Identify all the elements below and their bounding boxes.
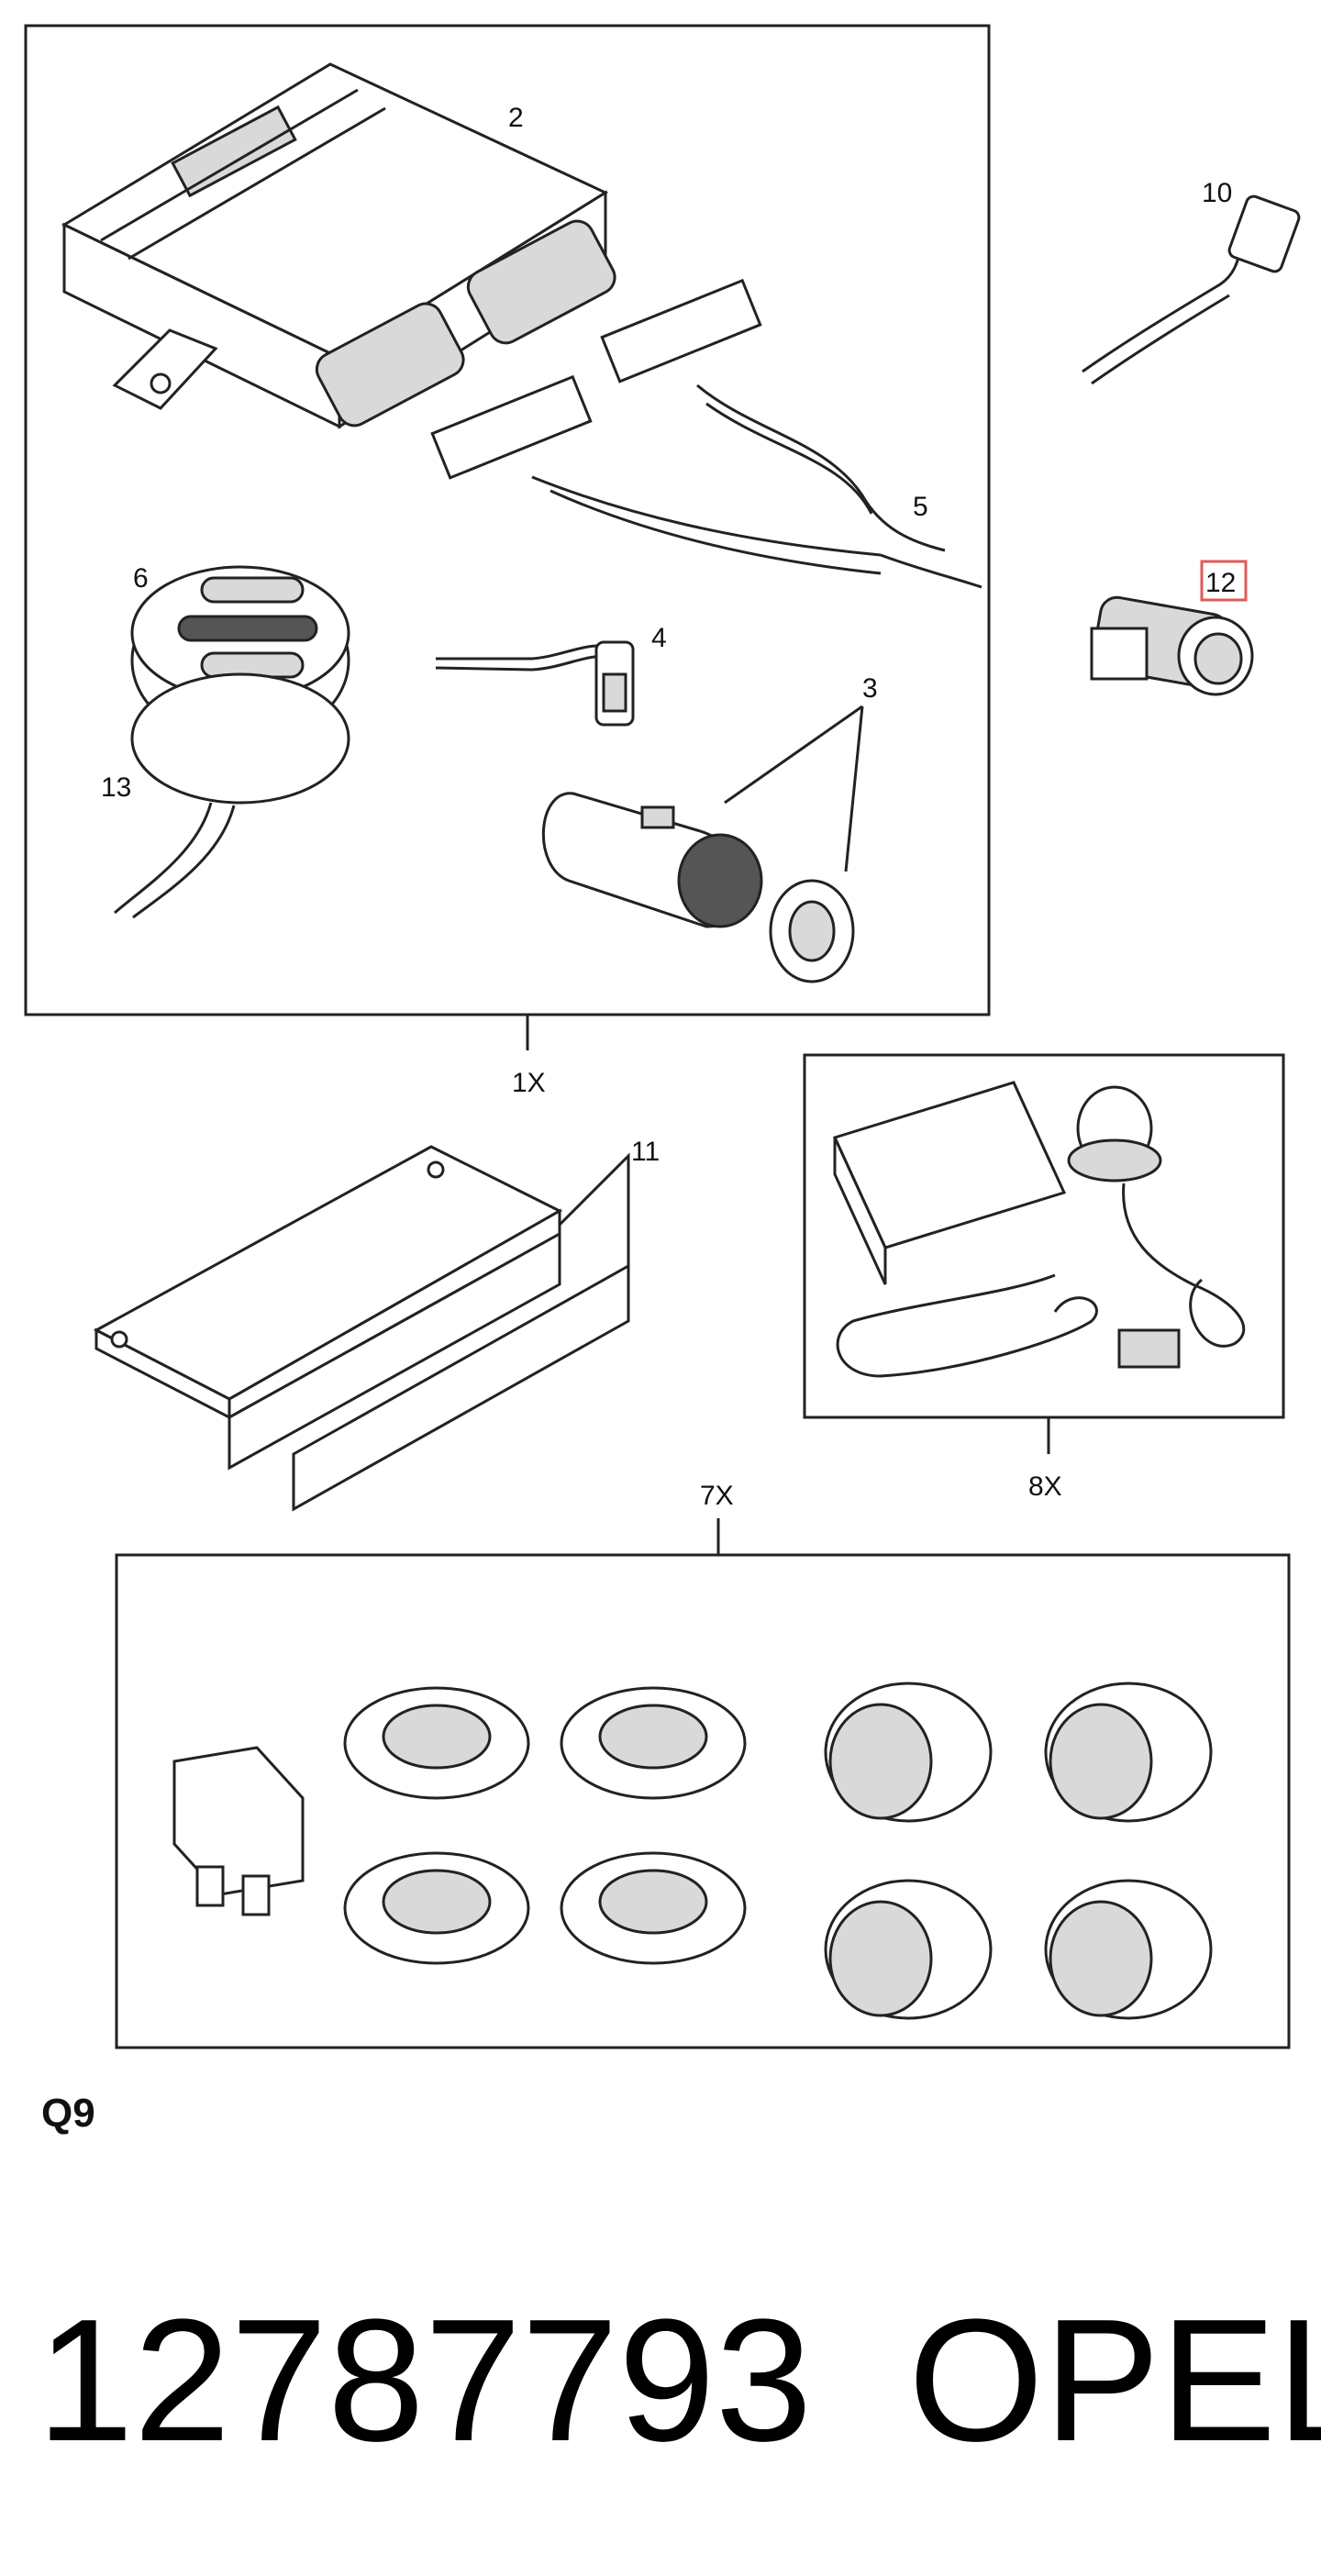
brand-name: OPEL: [908, 2283, 1321, 2478]
callout-13: 13: [101, 772, 131, 803]
connector-pigtail-part-4[interactable]: [435, 640, 635, 727]
highlight-box-12: [1200, 560, 1248, 602]
kit-1x-frame: [24, 24, 991, 1016]
sensor-part-12[interactable]: [1090, 594, 1254, 696]
callout-10: 10: [1202, 178, 1232, 208]
callout-4: 4: [651, 623, 667, 653]
cable-connector-part-10[interactable]: [1082, 194, 1301, 385]
callout-7x: 7X: [700, 1481, 734, 1511]
callout-11: 11: [631, 1137, 660, 1167]
kit-8x-frame: [803, 1053, 1285, 1419]
part-number: 12787793: [37, 2283, 812, 2478]
wiring-harness-part-5[interactable]: [430, 278, 982, 589]
callout-6: 6: [133, 563, 149, 594]
kit-7x-frame: [115, 1553, 1291, 2049]
callout-2: 2: [508, 103, 524, 133]
kit-8x-contents[interactable]: [832, 1081, 1246, 1378]
switch-body-part-13[interactable]: [114, 672, 350, 919]
section-label: Q9: [41, 2091, 95, 2136]
callout-12[interactable]: 12: [1205, 568, 1236, 598]
kit-7x-contents[interactable]: [172, 1682, 1213, 2020]
control-unit-part-2[interactable]: [61, 62, 620, 431]
sensor-part-3[interactable]: [541, 705, 864, 983]
callout-8x: 8X: [1028, 1471, 1062, 1502]
callout-5: 5: [913, 492, 928, 522]
mounting-bracket-part-11[interactable]: [93, 1145, 630, 1512]
callout-3: 3: [862, 673, 878, 704]
callout-1x: 1X: [512, 1068, 546, 1098]
